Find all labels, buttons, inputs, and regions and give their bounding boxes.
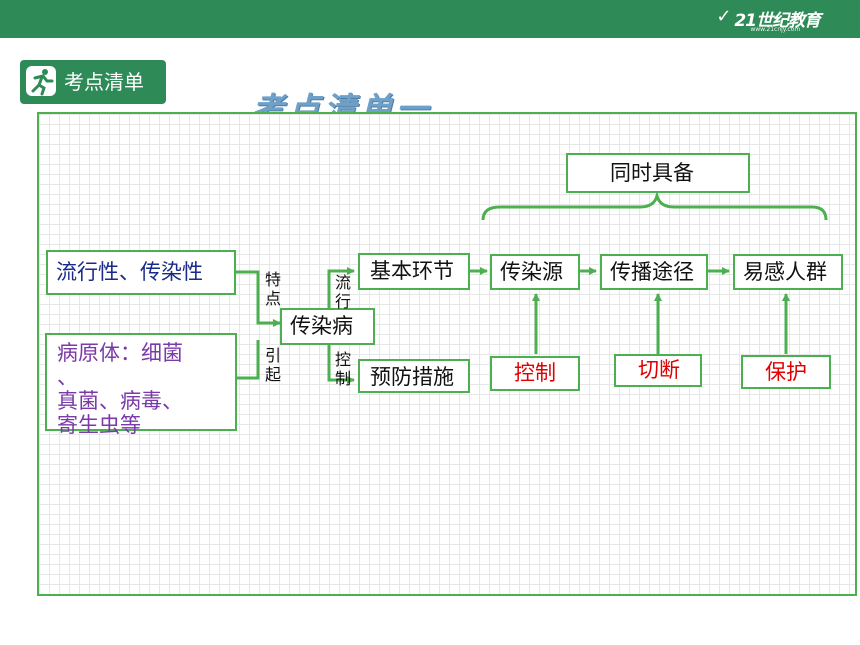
logo-url: www.21cnjy.com xyxy=(750,26,801,33)
center-box: 传染病 xyxy=(280,308,375,345)
protect-box: 保护 xyxy=(741,355,831,389)
label-trait: 特 点 xyxy=(264,270,282,308)
prevention-box: 预防措施 xyxy=(358,359,470,393)
label-trait-1: 特 xyxy=(264,270,281,289)
label-flow-1: 流 xyxy=(334,273,351,292)
label-trait-2: 点 xyxy=(264,289,281,308)
cause-box: 病原体：细菌 、 真菌、病毒、 寄生虫等 xyxy=(45,333,237,437)
label-flow-2: 行 xyxy=(334,292,351,311)
top-box: 同时具备 xyxy=(566,153,750,193)
cause-line-1: 病原体：细菌 xyxy=(57,341,183,365)
label-cause-2: 起 xyxy=(264,365,281,384)
label-cause: 引 起 xyxy=(264,346,282,384)
top-bar: ✓ 21世纪教育 www.21cnjy.com xyxy=(0,0,860,38)
basic-links-box: 基本环节 xyxy=(358,253,470,290)
cause-line-4: 寄生虫等 xyxy=(57,413,141,437)
section-badge: 考点清单 xyxy=(20,60,166,104)
site-logo: ✓ 21世纪教育 www.21cnjy.com xyxy=(716,6,821,33)
label-control-2: 制 xyxy=(334,369,351,388)
cut-off-box: 切断 xyxy=(614,354,702,387)
susceptible-people-box: 易感人群 xyxy=(733,254,843,290)
runner-icon: ✓ xyxy=(716,6,732,27)
logo-text: 21世纪教育 xyxy=(734,11,821,31)
runner-icon xyxy=(26,66,56,96)
badge-label: 考点清单 xyxy=(64,70,144,94)
label-control-1: 控 xyxy=(334,350,351,369)
control-box: 控制 xyxy=(490,356,580,391)
label-flow: 流 行 xyxy=(334,273,352,311)
cause-line-3: 真菌、病毒、 xyxy=(57,389,183,413)
label-control: 控 制 xyxy=(334,350,352,388)
label-cause-1: 引 xyxy=(264,346,281,365)
transmission-route-box: 传播途径 xyxy=(600,254,708,290)
cause-line-2: 、 xyxy=(57,365,78,389)
infection-source-box: 传染源 xyxy=(490,254,580,290)
trait-box: 流行性、传染性 xyxy=(46,250,236,295)
